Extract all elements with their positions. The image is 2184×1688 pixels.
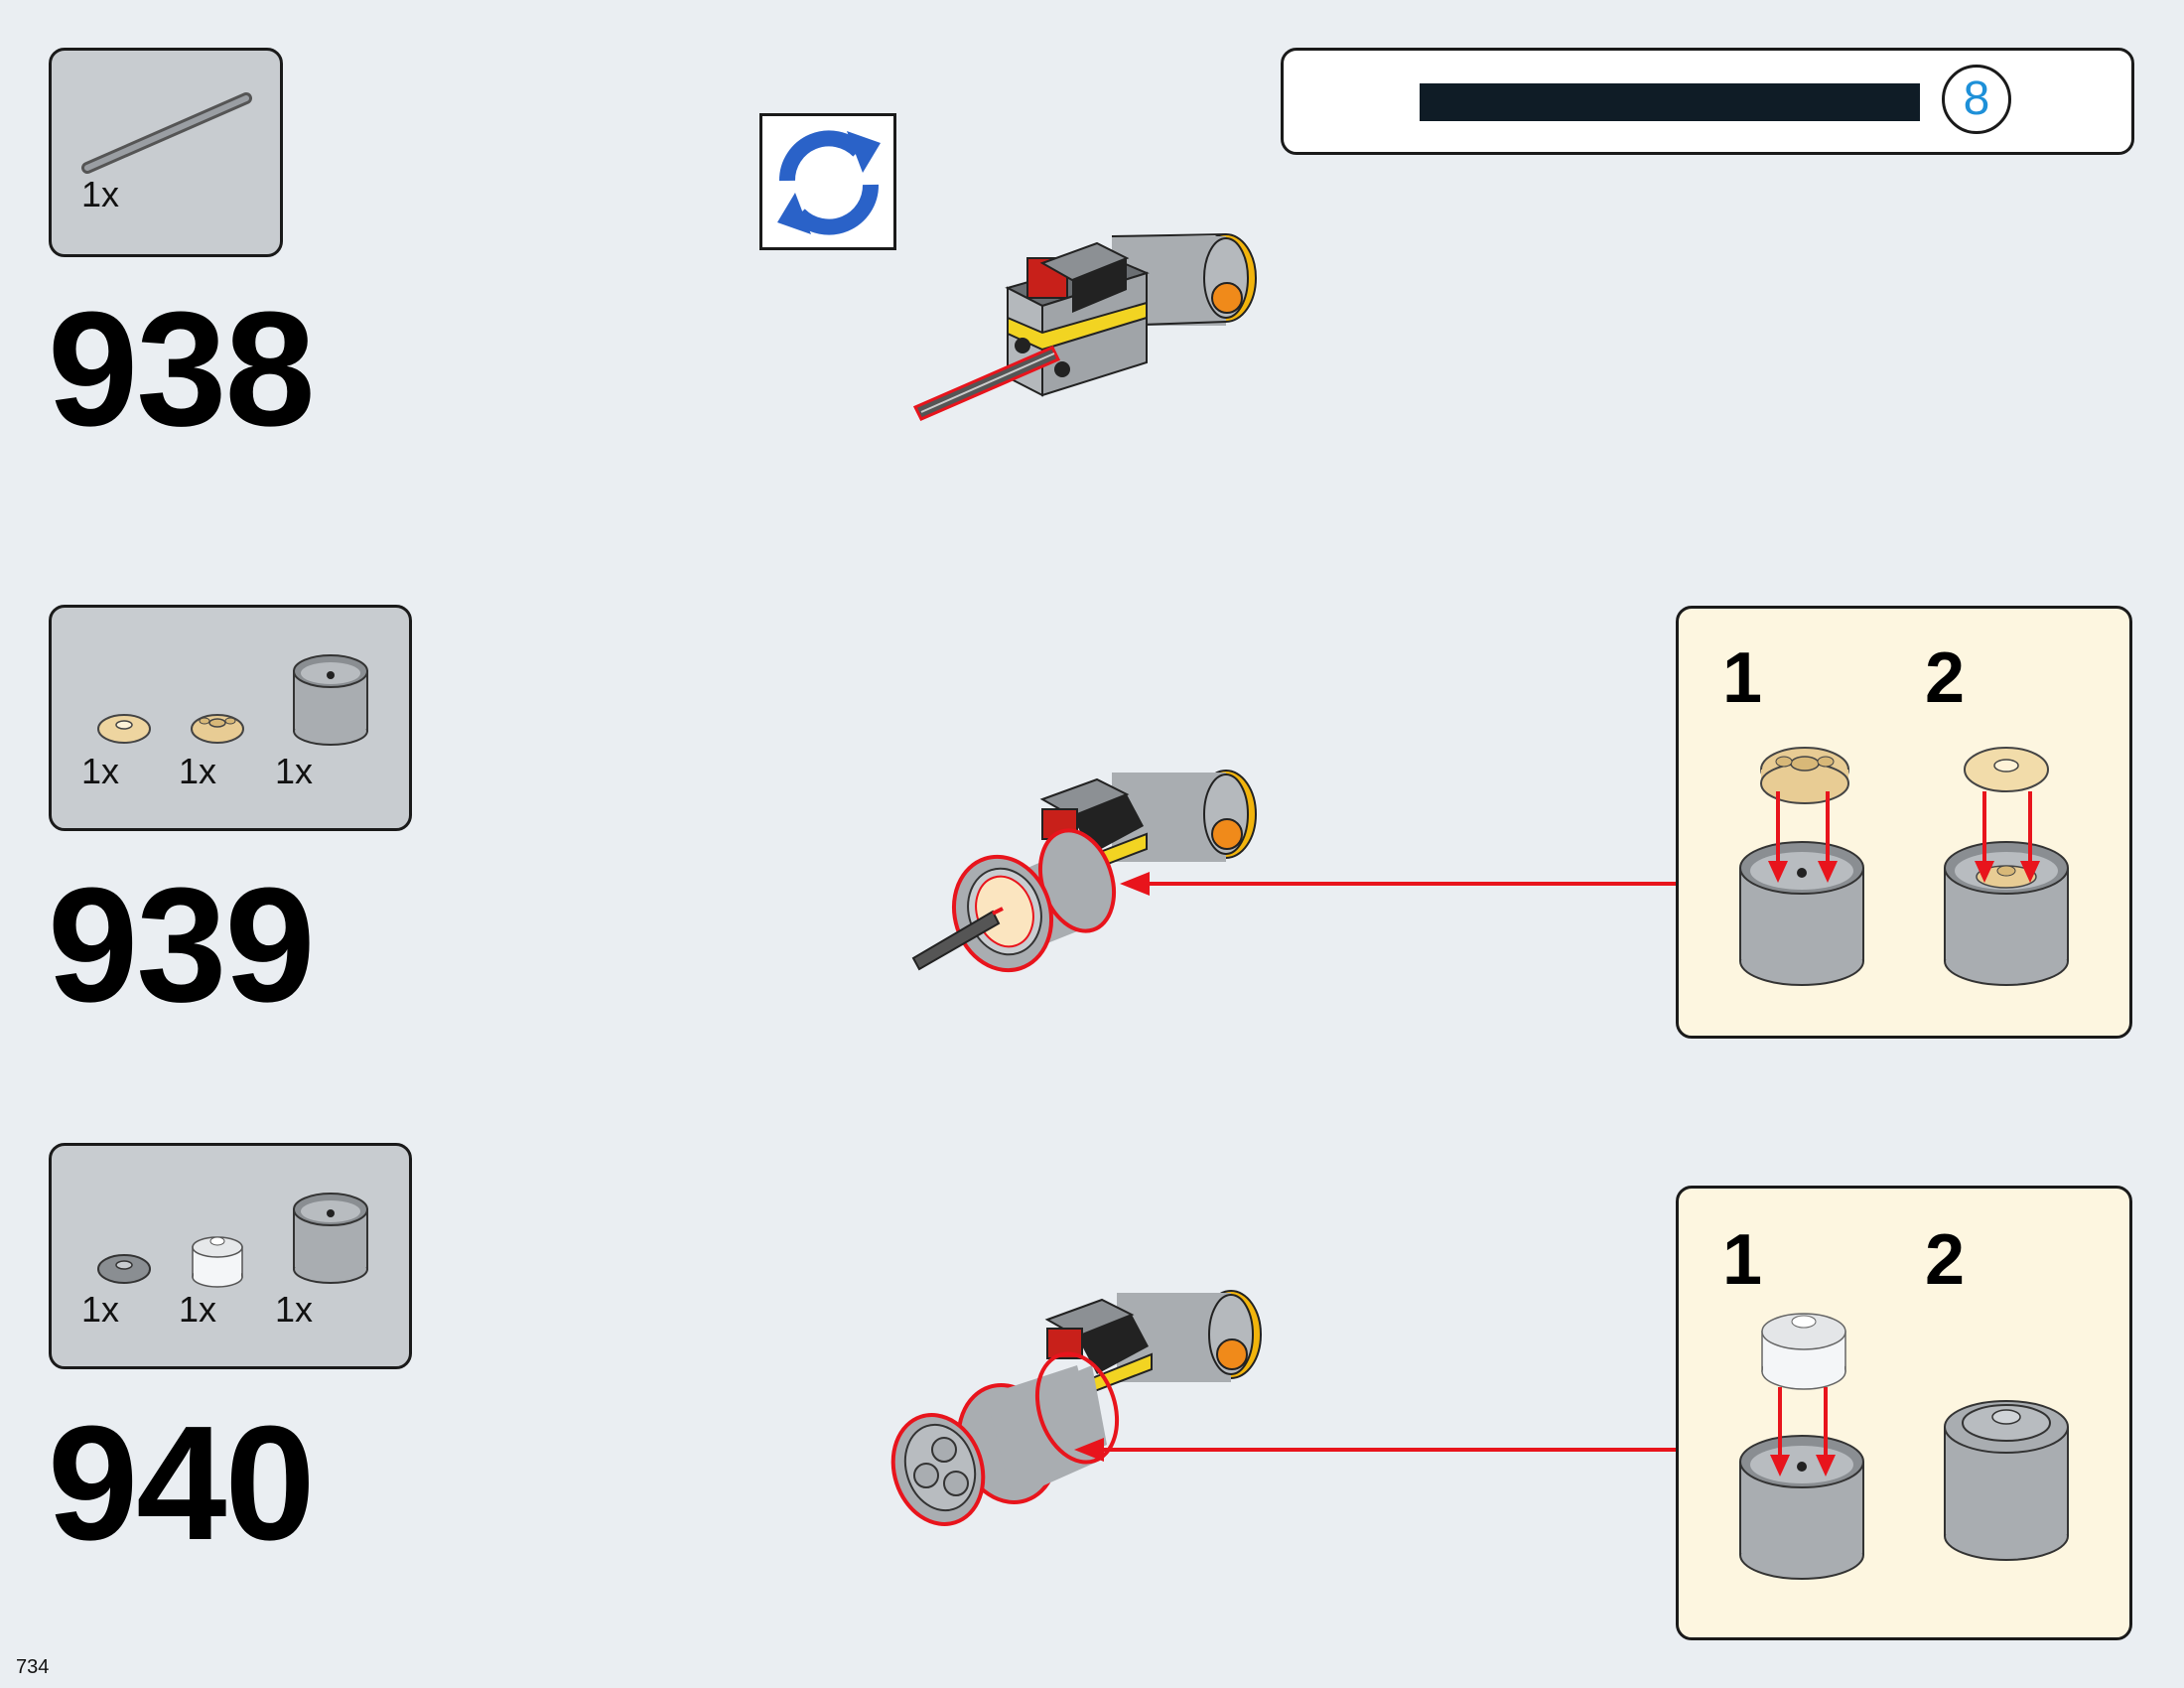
assembly-arrow-939 xyxy=(1120,872,1680,896)
sub-step-number: 1 xyxy=(1722,638,1763,718)
sub-steps-panel-940: 1 2 xyxy=(1676,1186,2132,1640)
part-qty: 1x xyxy=(275,1289,314,1330)
progress-bar xyxy=(1420,83,1920,121)
round-plate-tan-icon xyxy=(191,714,244,744)
sub-step-2-diagram xyxy=(1944,747,2069,986)
part-qty: 1x xyxy=(81,174,120,214)
sub-step-2-diagram xyxy=(1944,1400,2069,1561)
model-assembly-940 xyxy=(890,1290,1262,1526)
parts-list-938: 1x xyxy=(49,48,283,257)
step-number-939: 939 xyxy=(48,854,316,1036)
axle-part-icon xyxy=(81,92,252,174)
round-brick-gray-icon xyxy=(293,1193,368,1284)
step-number-940: 940 xyxy=(48,1392,316,1574)
model-assembly-938 xyxy=(912,233,1257,421)
rotate-model-icon xyxy=(759,113,896,250)
part-qty: 1x xyxy=(275,751,314,791)
page-number: 734 xyxy=(16,1656,50,1678)
model-assembly-939 xyxy=(911,770,1257,973)
progress-panel: 8 xyxy=(1281,48,2134,155)
parts-list-940: 1x 1x 1x xyxy=(49,1143,412,1369)
sub-step-1-diagram xyxy=(1739,747,1864,986)
round-brick-white-icon xyxy=(192,1236,243,1288)
step-number-938: 938 xyxy=(48,278,316,460)
round-tile-tan-icon xyxy=(97,714,151,744)
parts-list-939: 1x 1x 1x xyxy=(49,605,412,831)
round-brick-gray-icon xyxy=(293,654,368,746)
part-qty: 1x xyxy=(179,1289,217,1330)
sub-step-1-diagram xyxy=(1739,1313,1864,1580)
sub-step-number: 2 xyxy=(1925,1220,1966,1300)
sub-steps-panel-939: 1 2 xyxy=(1676,606,2132,1039)
part-qty: 1x xyxy=(179,751,217,791)
part-qty: 1x xyxy=(81,751,120,791)
assembly-arrow-940 xyxy=(1074,1438,1676,1462)
sub-step-number: 2 xyxy=(1925,638,1966,718)
sub-step-number: 1 xyxy=(1722,1220,1763,1300)
round-tile-gray-icon xyxy=(97,1254,151,1284)
progress-step-circle: 8 xyxy=(1942,65,2011,134)
part-qty: 1x xyxy=(81,1289,120,1330)
